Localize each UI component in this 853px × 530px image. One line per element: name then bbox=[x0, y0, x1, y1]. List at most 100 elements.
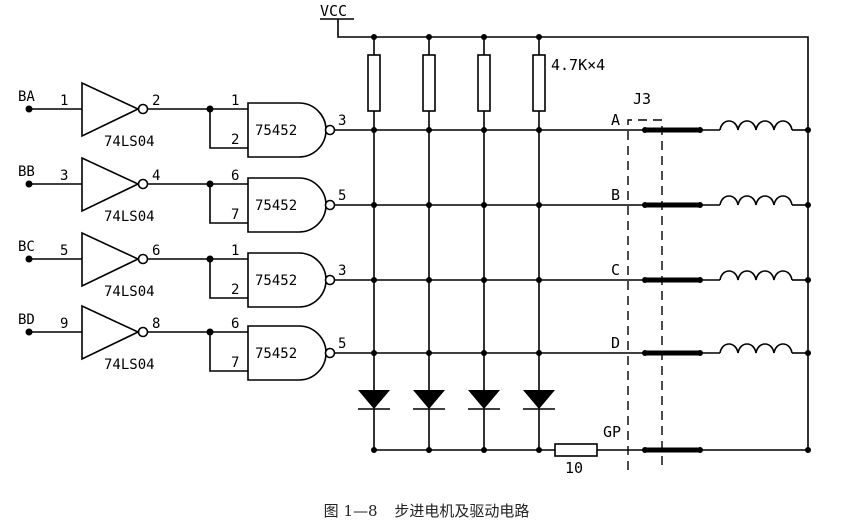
driver-pin-b-3: 2 bbox=[231, 282, 239, 298]
phase-junction-4-2 bbox=[426, 350, 432, 356]
inverter-input-pin-1: 1 bbox=[60, 93, 68, 109]
phase-junction-4-1 bbox=[371, 350, 377, 356]
vertical-columns bbox=[358, 34, 555, 453]
phase-label-3: C bbox=[611, 261, 620, 279]
driver-pin-a-2: 6 bbox=[231, 168, 239, 184]
diode-1 bbox=[358, 390, 390, 409]
driver-bubble-1 bbox=[324, 124, 336, 136]
diode-2 bbox=[413, 390, 445, 409]
rail-junction-3 bbox=[805, 277, 811, 283]
phase-junction-3-1 bbox=[371, 277, 377, 283]
gp-node-left bbox=[642, 447, 648, 453]
vcc-label: VCC bbox=[320, 2, 347, 20]
driver-input-b-wire-1 bbox=[209, 109, 248, 149]
driver-input-b-wire-2 bbox=[209, 184, 248, 224]
inverter-bubble-3 bbox=[137, 253, 149, 265]
inverter-output-pin-3: 6 bbox=[152, 243, 160, 259]
gp-junction-1 bbox=[371, 447, 377, 453]
inverter-input-pin-4: 9 bbox=[60, 316, 68, 332]
inverter-output-pin-4: 8 bbox=[152, 316, 160, 332]
driver-pin-b-1: 2 bbox=[231, 132, 239, 148]
phase-junction-1-3 bbox=[481, 127, 487, 133]
sense-resistor-label: 10 bbox=[565, 459, 583, 477]
driver-pin-b-4: 7 bbox=[231, 355, 239, 371]
motor-winding-4 bbox=[719, 343, 793, 354]
inverter-part-label-4: 74LS04 bbox=[104, 357, 155, 373]
driver-part-label-2: 75452 bbox=[255, 198, 297, 214]
phase-label-4: D bbox=[611, 334, 620, 352]
inverter-input-pin-3: 5 bbox=[60, 243, 68, 259]
phase-label-1: A bbox=[611, 111, 620, 129]
phase-junction-1-4 bbox=[536, 127, 542, 133]
driver-output-pin-3: 3 bbox=[338, 263, 346, 279]
inverter-output-pin-2: 4 bbox=[152, 168, 160, 184]
rail-junction-1 bbox=[805, 127, 811, 133]
inverter-input-pin-2: 3 bbox=[60, 168, 68, 184]
phase-junction-1-1 bbox=[371, 127, 377, 133]
inverter-gate-4 bbox=[81, 304, 140, 361]
driver-part-label-1: 75452 bbox=[255, 123, 297, 139]
driver-output-pin-1: 3 bbox=[338, 113, 346, 129]
driver-pin-b-2: 7 bbox=[231, 207, 239, 223]
rail-junction-4 bbox=[805, 350, 811, 356]
phase-junction-2-1 bbox=[371, 202, 377, 208]
driver-input-b-wire-3 bbox=[209, 259, 248, 299]
inverter-part-label-3: 74LS04 bbox=[104, 284, 155, 300]
resistor-array-label: 4.7K×4 bbox=[551, 56, 605, 74]
inverter-gate-1 bbox=[81, 81, 140, 138]
inverter-part-label-1: 74LS04 bbox=[104, 134, 155, 150]
phase-junction-3-4 bbox=[536, 277, 542, 283]
phase-junction-2-4 bbox=[536, 202, 542, 208]
driver-bubble-4 bbox=[324, 347, 336, 359]
gp-label: GP bbox=[603, 423, 621, 441]
inverter-gate-3 bbox=[81, 231, 140, 288]
inverter-bubble-4 bbox=[137, 326, 149, 338]
diode-3 bbox=[468, 390, 500, 409]
gp-node-right bbox=[697, 447, 703, 453]
channel-4: BD 9 74LS04 8 6 7 75452 5 D bbox=[18, 304, 811, 381]
phase-junction-4-4 bbox=[536, 350, 542, 356]
driver-part-label-3: 75452 bbox=[255, 273, 297, 289]
input-label-3: BC bbox=[18, 239, 35, 255]
connector-label: J3 bbox=[633, 90, 651, 108]
phase-junction-4-3 bbox=[481, 350, 487, 356]
phase-junction-1-2 bbox=[426, 127, 432, 133]
pullup-resistor-1 bbox=[367, 54, 381, 112]
gp-junction-3 bbox=[481, 447, 487, 453]
inverter-output-pin-1: 2 bbox=[152, 93, 160, 109]
inverter-bubble-1 bbox=[137, 103, 149, 115]
motor-winding-3 bbox=[719, 270, 793, 281]
vcc-rail bbox=[337, 19, 809, 450]
inverter-bubble-2 bbox=[137, 178, 149, 190]
inverter-part-label-2: 74LS04 bbox=[104, 209, 155, 225]
driver-part-label-4: 75452 bbox=[255, 346, 297, 362]
figure-caption: 图 1—8 步进电机及驱动电路 bbox=[0, 500, 853, 521]
phase-junction-2-2 bbox=[426, 202, 432, 208]
figure-number: 图 1—8 bbox=[323, 502, 378, 520]
connector-outline bbox=[627, 119, 663, 470]
input-label-1: BA bbox=[18, 89, 35, 105]
input-label-4: BD bbox=[18, 312, 35, 328]
phase-junction-2-3 bbox=[481, 202, 487, 208]
gp-junction-4 bbox=[536, 447, 542, 453]
motor-winding-1 bbox=[719, 120, 793, 131]
driver-pin-a-3: 1 bbox=[231, 243, 239, 259]
driver-pin-a-1: 1 bbox=[231, 93, 239, 109]
phase-junction-3-2 bbox=[426, 277, 432, 283]
gp-junction-2 bbox=[426, 447, 432, 453]
channel-1: BA 1 74LS04 2 1 2 75452 3 A bbox=[18, 81, 811, 158]
phase-junction-3-3 bbox=[481, 277, 487, 283]
sense-resistor bbox=[554, 443, 598, 457]
driver-input-b-wire-4 bbox=[209, 332, 248, 372]
pullup-resistor-4 bbox=[532, 54, 546, 112]
driver-bubble-3 bbox=[324, 274, 336, 286]
driver-pin-a-4: 6 bbox=[231, 316, 239, 332]
figure-title: 步进电机及驱动电路 bbox=[394, 502, 530, 520]
inverter-gate-2 bbox=[81, 156, 140, 213]
driver-bubble-2 bbox=[324, 199, 336, 211]
driver-output-pin-4: 5 bbox=[338, 336, 346, 352]
input-label-2: BB bbox=[18, 164, 35, 180]
